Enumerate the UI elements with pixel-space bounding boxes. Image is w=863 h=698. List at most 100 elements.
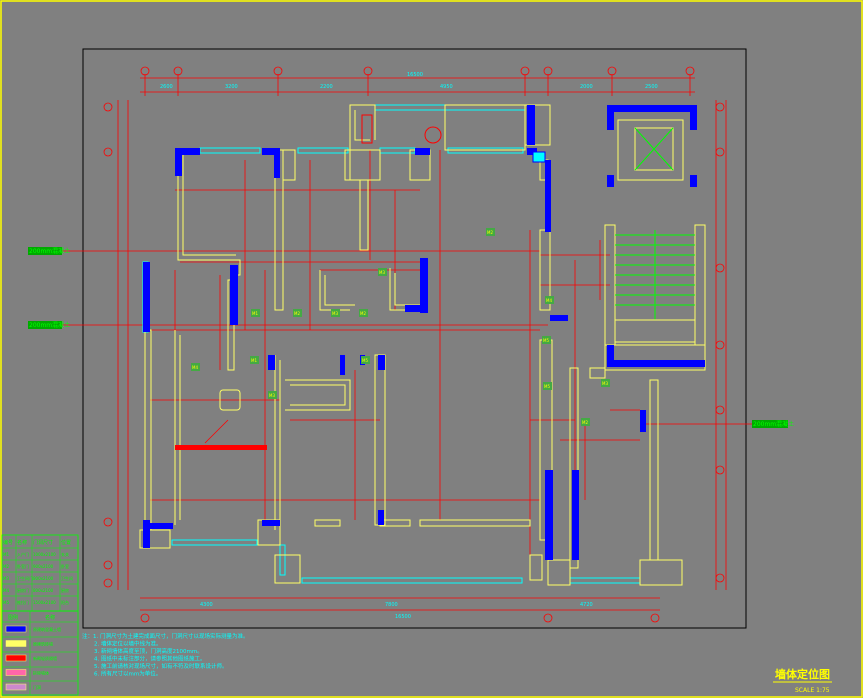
riser xyxy=(532,151,546,163)
room-tag-box xyxy=(293,309,302,317)
note-line: 2. 墙体定位以墙中线为准。 xyxy=(94,640,162,648)
door-table-header: 门洞尺寸 xyxy=(33,539,53,546)
door-table-cell: 卫生间 xyxy=(61,575,73,581)
room-tag-box xyxy=(601,379,610,387)
note-line: 注：1. 门洞尺寸为土建完成面尺寸，门洞尺寸以现场实际测量为准。 xyxy=(82,632,249,640)
svg-text:7800: 7800 xyxy=(385,602,398,608)
room-tag-label: M5 xyxy=(543,338,549,343)
note-line: 5. 施工前请核对现场尺寸，如有不符及时联系设计师。 xyxy=(94,662,228,670)
room-tag-label: M1 xyxy=(251,358,257,363)
legend-header: 图例 xyxy=(8,614,18,621)
room-tag-box xyxy=(251,309,260,317)
grid-bubbles xyxy=(103,66,725,623)
note-line: 6. 所有尺寸以mm为单位。 xyxy=(94,670,161,678)
door-table-cell: 800x2100 xyxy=(33,576,54,581)
legend-header: 名称 xyxy=(45,614,55,621)
door-table-cell: 阳台 xyxy=(61,599,69,605)
door-table-header: 位置 xyxy=(61,539,71,546)
legend-item-label: 新砌轻质隔墙 xyxy=(33,655,57,661)
door-table-cell: 玄关 xyxy=(61,551,69,557)
room-tag-label: M5 xyxy=(544,384,550,389)
door-table-header: 编号 xyxy=(3,539,13,546)
door-table-cell: 推拉门 xyxy=(17,599,29,605)
room-tag-box xyxy=(268,391,277,399)
door-table-cell: M2 xyxy=(3,564,9,569)
room-tag-box xyxy=(486,228,495,236)
new-partition-wall xyxy=(175,445,267,450)
door-table-cell: 入户门 xyxy=(17,551,29,557)
legend-item-label: 门洞 xyxy=(33,684,41,690)
svg-text:3200: 3200 xyxy=(225,84,238,90)
legend-swatch xyxy=(5,654,27,662)
door-table-cell: 卧室 xyxy=(61,563,69,569)
door-table-cell: 800x2100 xyxy=(33,588,54,593)
room-tag-box xyxy=(359,309,368,317)
legend-swatch xyxy=(5,625,27,633)
door-table-cell: M4 xyxy=(3,588,9,593)
callout-label-1: 200mm混凝土 xyxy=(29,247,70,255)
bottom-total-dim: 16500 xyxy=(395,614,411,620)
door-table-cell: 900x2100 xyxy=(33,564,54,569)
fixtures xyxy=(361,114,442,144)
room-tag-label: M2 xyxy=(487,230,493,235)
room-tag-box xyxy=(545,296,554,304)
svg-text:4300: 4300 xyxy=(200,602,213,608)
room-tag-box xyxy=(581,418,590,426)
drawing-scale: SCALE 1:75 xyxy=(795,687,830,694)
callout-box-1 xyxy=(28,247,62,255)
legend-swatch xyxy=(5,640,27,647)
room-tag-label: M2 xyxy=(360,311,366,316)
legend-item-label: 原建筑混凝土墙 xyxy=(33,626,61,632)
room-tag-box xyxy=(331,309,340,317)
door-table-cell: 厨房门 xyxy=(17,587,29,593)
room-tag-box xyxy=(543,382,552,390)
legend-swatch xyxy=(5,683,27,691)
door-table-cell: 厨房 xyxy=(61,587,69,593)
door-table-cell: M3 xyxy=(3,576,9,581)
room-tag-label: M5 xyxy=(362,358,368,363)
room-tag-label: M3 xyxy=(379,270,385,275)
room-tag-box xyxy=(250,356,259,364)
door-table-cell: 卫生间门 xyxy=(17,575,33,581)
svg-text:2200: 2200 xyxy=(320,84,333,90)
room-tag-box xyxy=(542,336,551,344)
room-tag-label: M3 xyxy=(269,393,275,398)
room-tag-label: M3 xyxy=(602,381,608,386)
concrete-walls xyxy=(143,105,705,560)
drawing-frame xyxy=(82,48,747,629)
svg-text:2000: 2000 xyxy=(580,84,593,90)
legend-item-label: 原建筑砖墙 xyxy=(33,641,53,647)
door-table-cell: 1500x2100 xyxy=(33,600,56,605)
legend-item-label: 拆除墙体 xyxy=(33,670,49,676)
callout-label-2: 200mm混凝土 xyxy=(29,321,70,329)
door-table-cell: M1 xyxy=(3,552,9,557)
door-table-cell: 卧室门 xyxy=(17,563,29,569)
svg-text:2600: 2600 xyxy=(160,84,173,90)
legend-swatch xyxy=(5,669,27,676)
svg-text:4720: 4720 xyxy=(580,602,593,608)
general-notes: 注：1. 门洞尺寸为土建完成面尺寸，门洞尺寸以现场实际测量为准。2. 墙体定位以… xyxy=(82,632,249,678)
elevator-stair xyxy=(614,119,696,343)
windows xyxy=(142,104,641,584)
room-tag-box xyxy=(191,363,200,371)
door-table-cell: M5 xyxy=(3,600,9,605)
drawing-title: 墙体定位图 xyxy=(775,667,830,681)
callout-box-2 xyxy=(28,321,62,329)
room-tag-box xyxy=(361,356,370,364)
door-table-header: 名称 xyxy=(17,539,27,546)
door-table-cell: 1000x2100 xyxy=(33,552,56,557)
callout-label-3: 200mm混凝土 xyxy=(753,420,794,428)
callout-box-3 xyxy=(752,420,788,428)
room-tag-label: M2 xyxy=(582,420,588,425)
top-total-dim: 16500 xyxy=(407,72,423,78)
door-schedule: 编号名称门洞尺寸 位置 M1 入户门 1000x2100 玄关 M2 卧室门 900x2100 卧… xyxy=(1,534,79,612)
room-tag-label: M4 xyxy=(192,365,198,370)
room-tag-label: M1 xyxy=(252,311,258,316)
svg-text:4950: 4950 xyxy=(440,84,453,90)
